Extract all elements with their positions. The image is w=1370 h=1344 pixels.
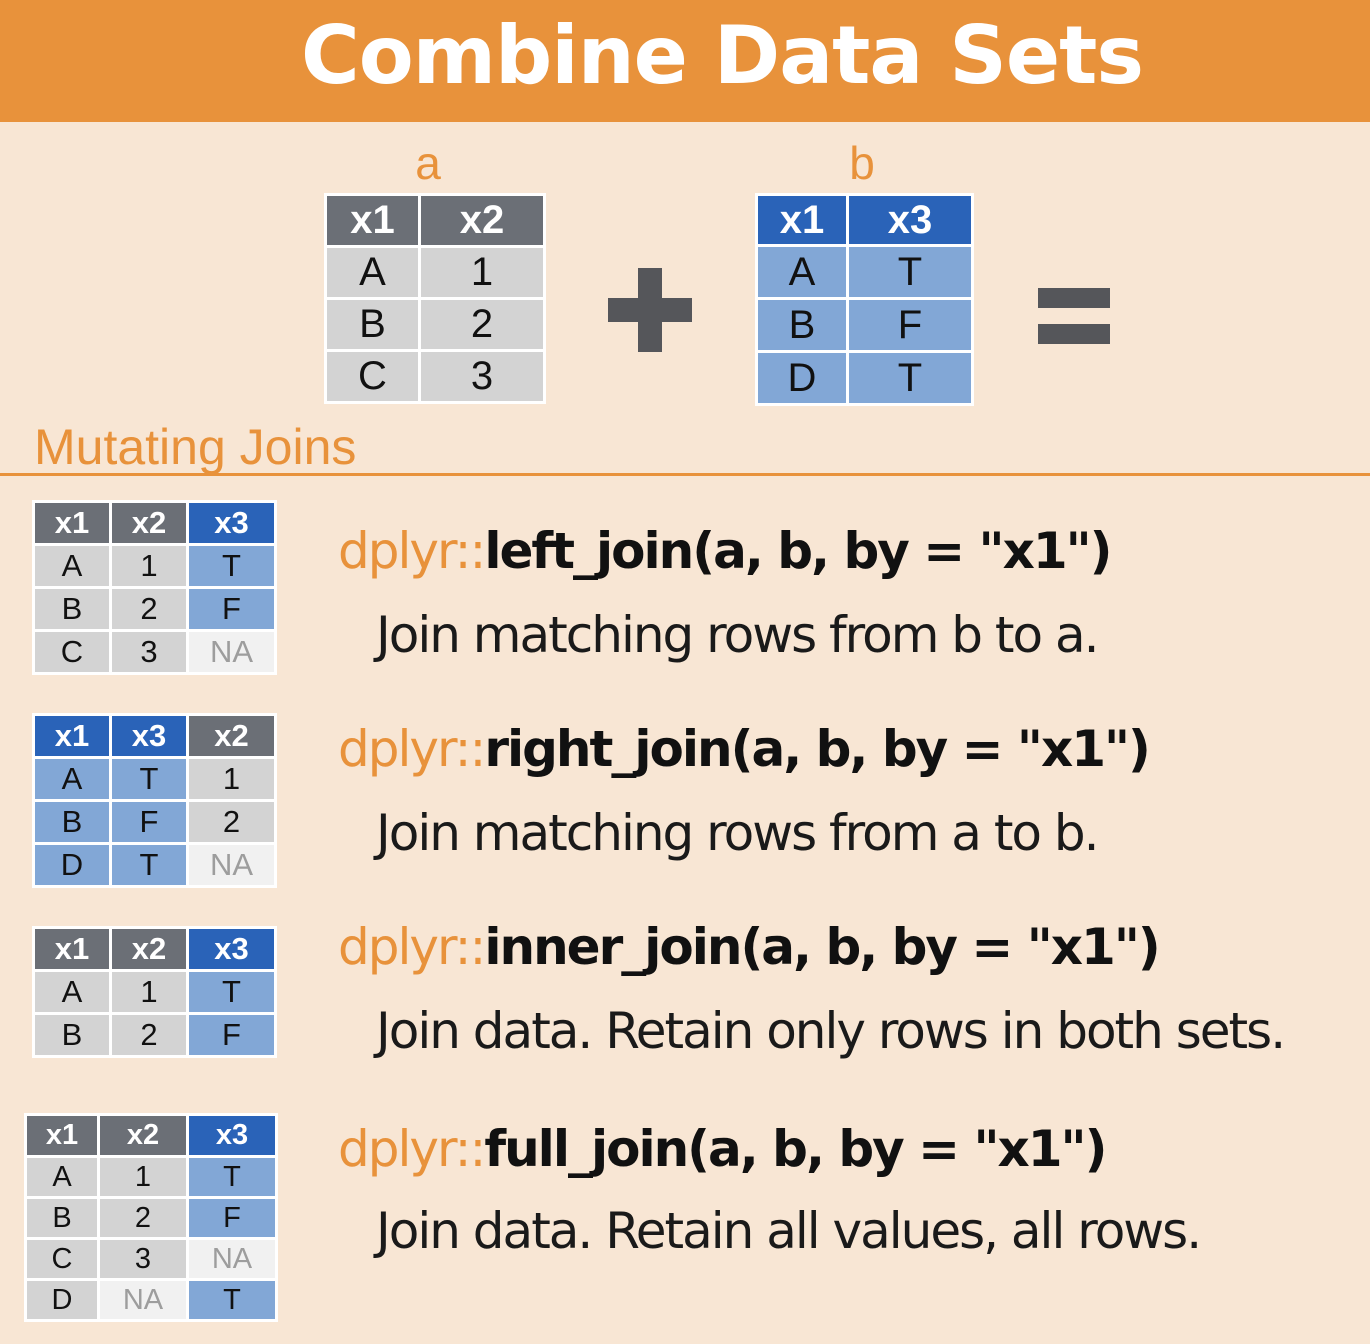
right-join-result-table: x1 x3 x2 A T 1 B F 2 D T NA [32,713,277,888]
table-a-cell: 2 [421,300,543,349]
function-call: right_join(a, b, by = "x1") [484,720,1151,778]
result-cell: A [35,759,109,799]
equals-sign-icon [1038,288,1110,308]
result-cell-na: NA [189,1240,275,1278]
equals-sign-icon-lower [1038,324,1110,344]
result-cell: 2 [100,1199,186,1237]
result-header: x2 [189,716,274,756]
result-cell: B [35,589,109,629]
function-call: left_join(a, b, by = "x1") [484,522,1112,580]
result-cell: C [35,632,109,672]
result-cell-na: NA [189,632,274,672]
right-join-signature: dplyr::right_join(a, b, by = "x1") [338,720,1151,778]
table-b-cell: F [849,300,971,350]
full-join-description: Join data. Retain all values, all rows. [376,1202,1202,1260]
result-cell: C [27,1240,97,1278]
table-b-cell: T [849,247,971,297]
result-header: x3 [189,1116,275,1155]
function-call: inner_join(a, b, by = "x1") [484,918,1160,976]
result-cell: F [189,589,274,629]
result-header: x3 [189,503,274,543]
result-cell: 3 [100,1240,186,1278]
page-title: Combine Data Sets [301,9,1144,102]
result-cell: F [189,1015,274,1055]
result-header: x3 [189,929,274,969]
result-header: x1 [27,1116,97,1155]
full-join-signature: dplyr::full_join(a, b, by = "x1") [338,1120,1107,1178]
result-cell: B [27,1199,97,1237]
table-b-header-x1: x1 [758,196,846,244]
left-join-result-table: x1 x2 x3 A 1 T B 2 F C 3 NA [32,500,277,675]
result-cell: T [189,972,274,1012]
result-header: x3 [112,716,186,756]
result-header: x1 [35,503,109,543]
inner-join-description: Join data. Retain only rows in both sets… [376,1002,1286,1060]
result-header: x2 [112,503,186,543]
table-a-cell: A [327,248,418,297]
result-cell: D [35,845,109,885]
result-cell: T [189,546,274,586]
table-b-label: b [849,137,875,189]
function-call: full_join(a, b, by = "x1") [484,1120,1107,1178]
result-cell: T [189,1281,275,1319]
left-join-description: Join matching rows from b to a. [376,606,1100,664]
result-cell: 1 [189,759,274,799]
result-cell: F [189,1199,275,1237]
table-b-cell: T [849,353,971,403]
table-a-label: a [415,137,441,189]
result-cell: 1 [100,1158,186,1196]
result-cell: B [35,802,109,842]
table-a-cell: 1 [421,248,543,297]
table-b-cell: A [758,247,846,297]
table-b: x1 x3 A T B F D T [755,193,974,406]
function-package: dplyr:: [338,918,486,976]
table-a-cell: C [327,352,418,401]
result-cell: 3 [112,632,186,672]
result-cell: 1 [112,546,186,586]
left-join-signature: dplyr::left_join(a, b, by = "x1") [338,522,1113,580]
result-cell-na: NA [189,845,274,885]
function-package: dplyr:: [338,1120,486,1178]
result-cell-na: NA [100,1281,186,1319]
result-cell: F [112,802,186,842]
header-banner: Combine Data Sets [0,0,1370,122]
inner-join-signature: dplyr::inner_join(a, b, by = "x1") [338,918,1161,976]
result-header: x1 [35,929,109,969]
table-a-header-x2: x2 [421,196,543,245]
result-cell: A [27,1158,97,1196]
table-b-cell: B [758,300,846,350]
result-cell: T [112,759,186,799]
result-header: x1 [35,716,109,756]
result-header: x2 [100,1116,186,1155]
result-cell: 1 [112,972,186,1012]
table-a: x1 x2 A 1 B 2 C 3 [324,193,546,404]
right-join-description: Join matching rows from a to b. [376,804,1100,862]
table-a-header-x1: x1 [327,196,418,245]
result-header: x2 [112,929,186,969]
function-package: dplyr:: [338,720,486,778]
plus-sign-icon-vertical [638,268,662,352]
result-cell: A [35,546,109,586]
result-cell: T [112,845,186,885]
result-cell: A [35,972,109,1012]
table-b-cell: D [758,353,846,403]
result-cell: 2 [112,589,186,629]
section-title: Mutating Joins [34,419,357,475]
result-cell: 2 [112,1015,186,1055]
inner-join-result-table: x1 x2 x3 A 1 T B 2 F [32,926,277,1058]
result-cell: 2 [189,802,274,842]
result-cell: B [35,1015,109,1055]
result-cell: D [27,1281,97,1319]
function-package: dplyr:: [338,522,486,580]
table-b-header-x3: x3 [849,196,971,244]
table-a-cell: 3 [421,352,543,401]
section-divider [0,473,1370,476]
table-a-cell: B [327,300,418,349]
full-join-result-table: x1 x2 x3 A 1 T B 2 F C 3 NA D NA T [24,1113,278,1322]
result-cell: T [189,1158,275,1196]
